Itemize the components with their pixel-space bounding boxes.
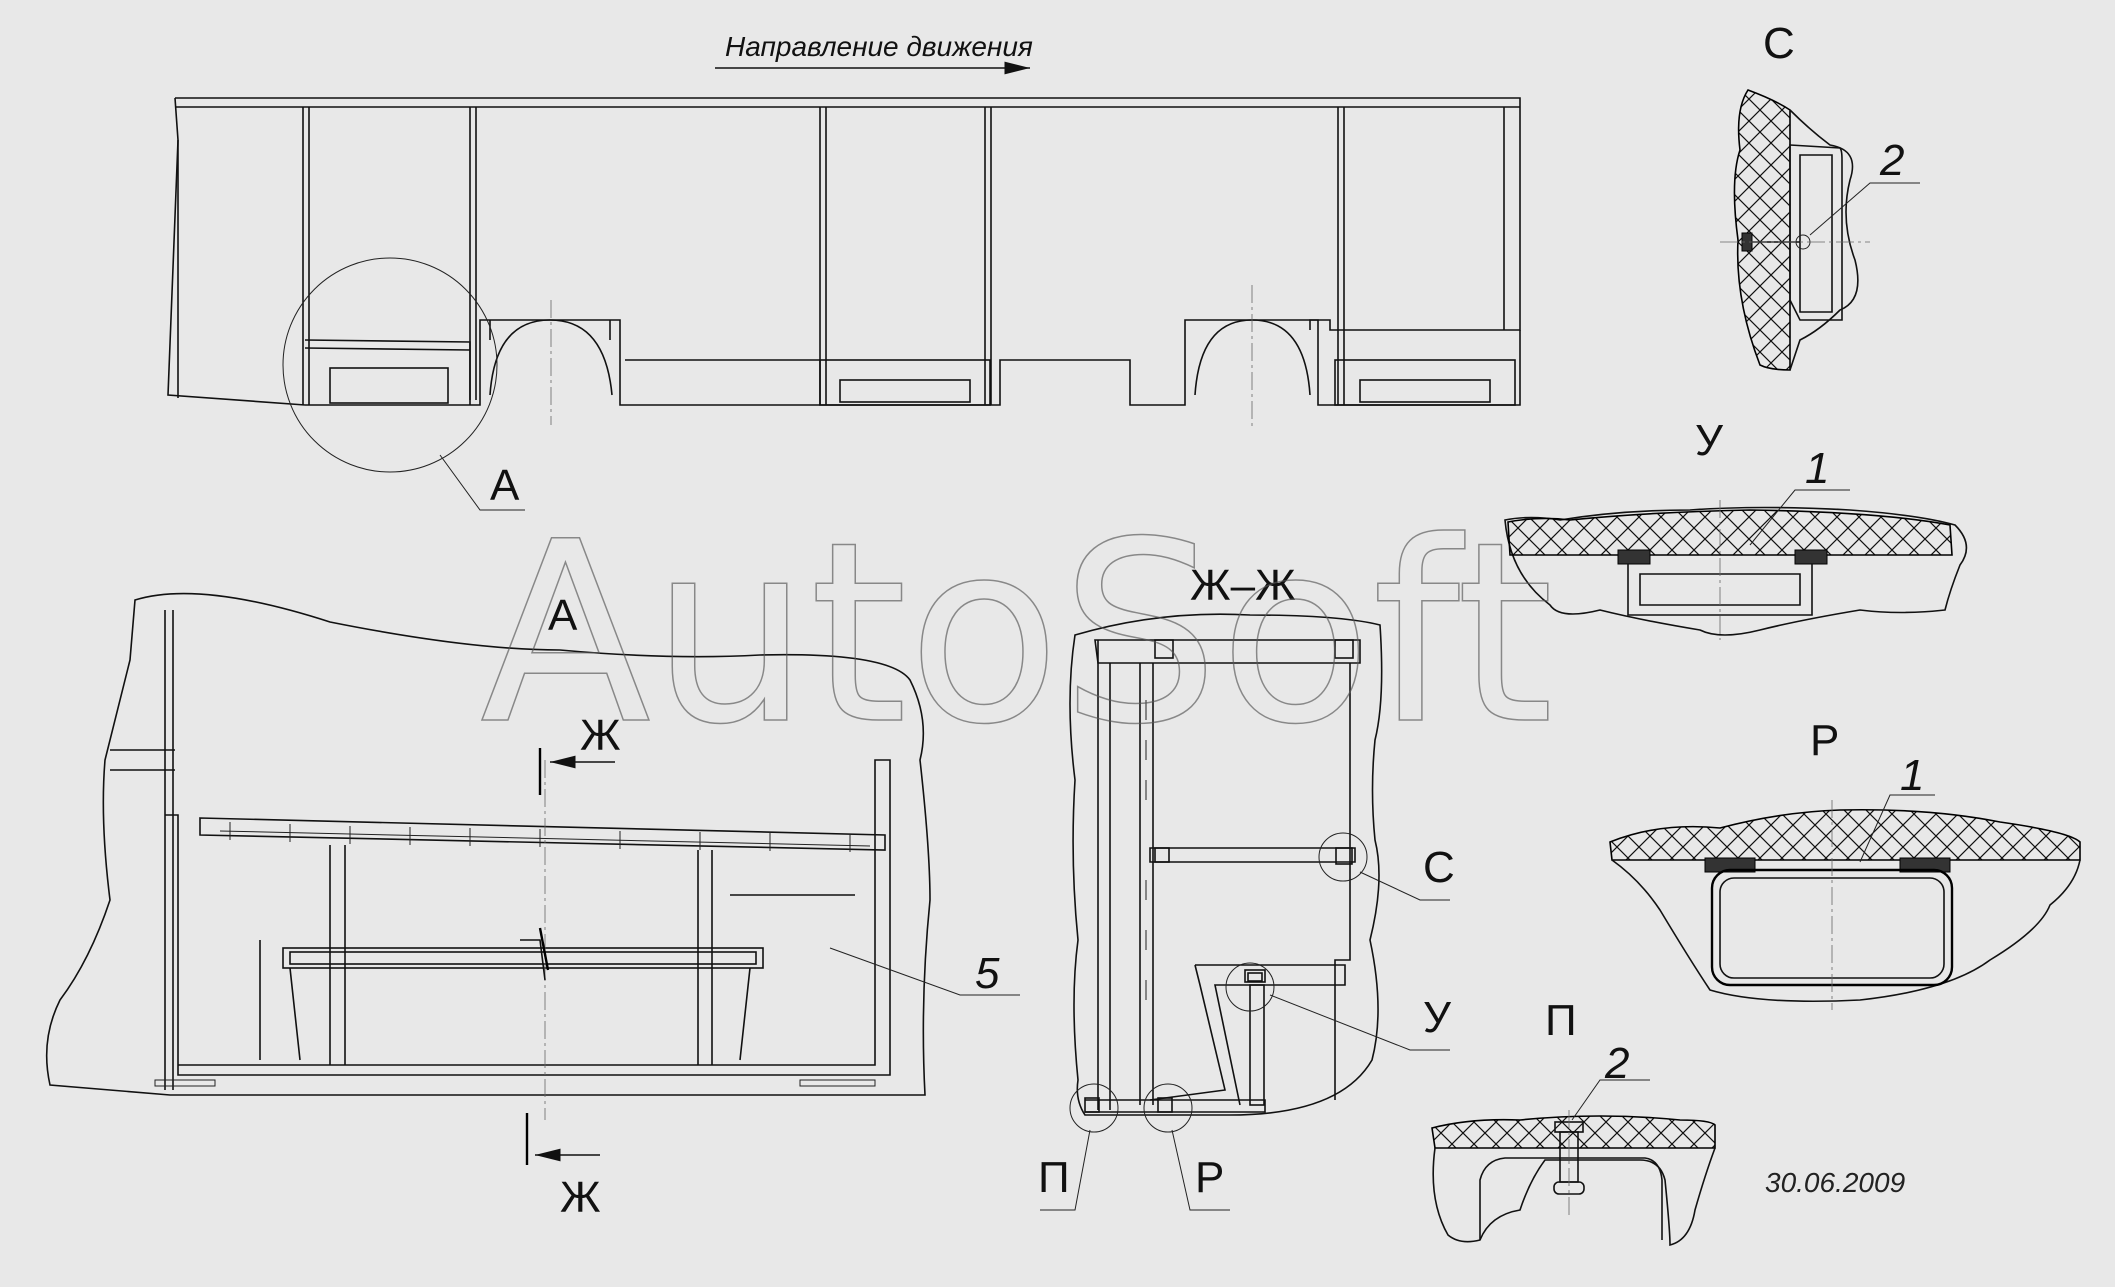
section-mark-bottom: Ж — [560, 1173, 601, 1222]
callout-u: У — [1423, 993, 1452, 1042]
callout-r: Р — [1195, 1153, 1224, 1202]
detail-u-title: У — [1695, 416, 1724, 465]
position-5: 5 — [975, 949, 1000, 998]
detail-a-callout: А — [490, 461, 520, 510]
position-2-p: 2 — [1604, 1039, 1629, 1088]
callout-c: С — [1423, 843, 1455, 892]
detail-p-view: П 2 30.06.2009 — [1431, 996, 1905, 1247]
detail-r-title: Р — [1810, 716, 1839, 765]
detail-c-title: С — [1763, 19, 1795, 68]
section-mark-top: Ж — [580, 711, 621, 760]
detail-u-view: У 1 — [1504, 416, 1968, 640]
position-1-u: 1 — [1805, 444, 1829, 493]
bus-side-view: Направление движения — [167, 31, 1521, 511]
detail-a-circle — [282, 257, 498, 473]
position-1-r: 1 — [1900, 751, 1924, 800]
drawing-date: 30.06.2009 — [1765, 1167, 1905, 1198]
detail-r-view: Р 1 — [1609, 716, 2081, 1010]
position-2-c: 2 — [1879, 136, 1904, 185]
callout-p: П — [1038, 1153, 1070, 1202]
detail-a-view: А Ж — [45, 591, 1020, 1222]
watermark: AutoSoft — [480, 488, 1554, 779]
section-zh-view: Ж–Ж С У П Р — [1038, 561, 1455, 1211]
section-title: Ж–Ж — [1190, 561, 1296, 610]
detail-a-title: А — [548, 591, 578, 640]
detail-c-view: С 2 — [1720, 19, 1920, 371]
detail-p-title: П — [1545, 996, 1577, 1045]
direction-caption: Направление движения — [725, 31, 1033, 62]
